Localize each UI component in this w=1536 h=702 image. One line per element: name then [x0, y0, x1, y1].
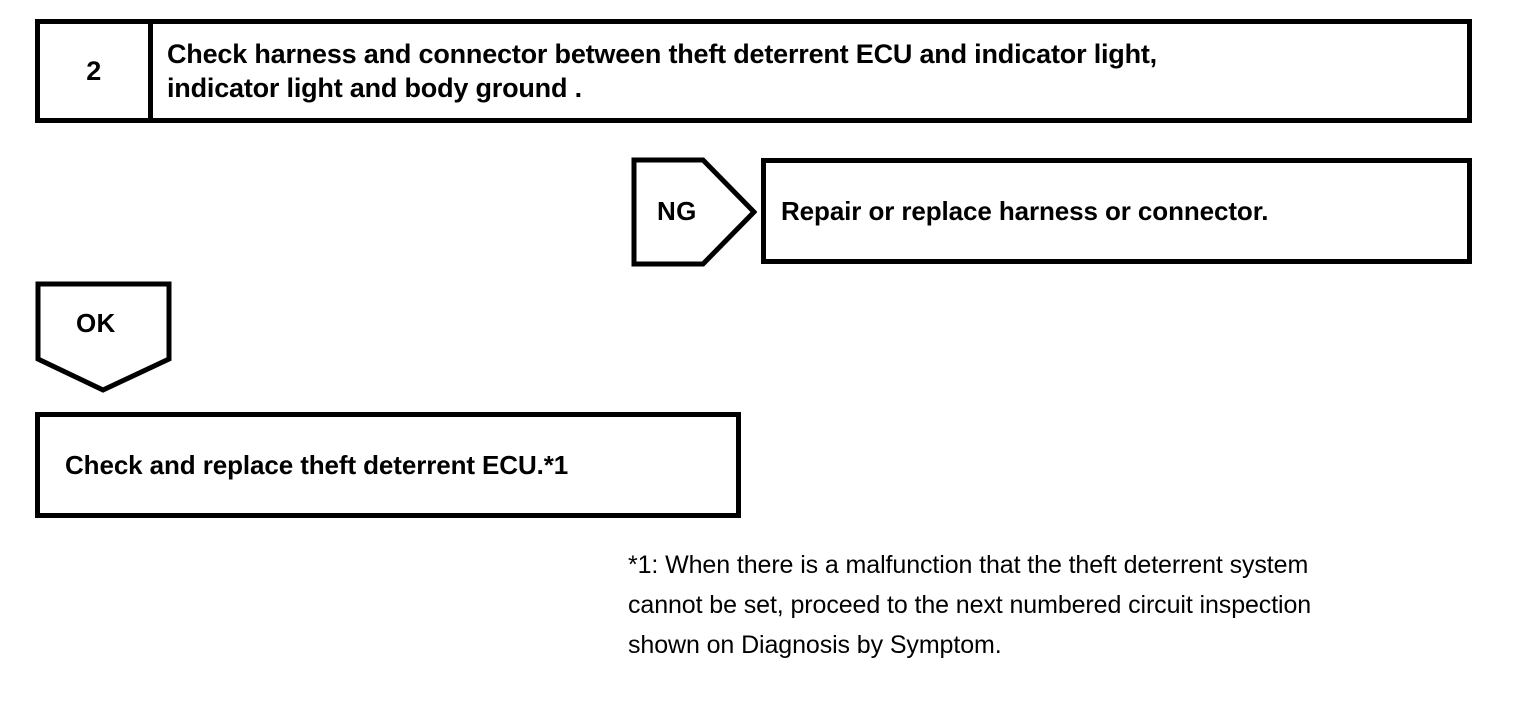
ok-arrow-shape: [35, 281, 172, 393]
ng-branch-label: NG: [657, 196, 697, 226]
step-number: 2: [86, 55, 102, 86]
step-number-cell: 2: [40, 24, 153, 118]
footnote-text: *1: When there is a malfunction that the…: [628, 551, 1312, 659]
step-text-cell: Check harness and connector between thef…: [153, 24, 1467, 118]
ng-result-box: Repair or replace harness or connector.: [761, 158, 1472, 264]
ok-result-box: Check and replace theft deterrent ECU.*1: [35, 412, 741, 518]
ok-branch-label: OK: [76, 308, 116, 338]
ok-result-text: Check and replace theft deterrent ECU.*1: [65, 449, 569, 480]
ng-result-text: Repair or replace harness or connector.: [781, 195, 1269, 226]
step-instruction-box: 2 Check harness and connector between th…: [35, 19, 1472, 123]
step-instruction-text: Check harness and connector between thef…: [167, 39, 1157, 103]
ng-arrow-shape: [631, 157, 757, 267]
